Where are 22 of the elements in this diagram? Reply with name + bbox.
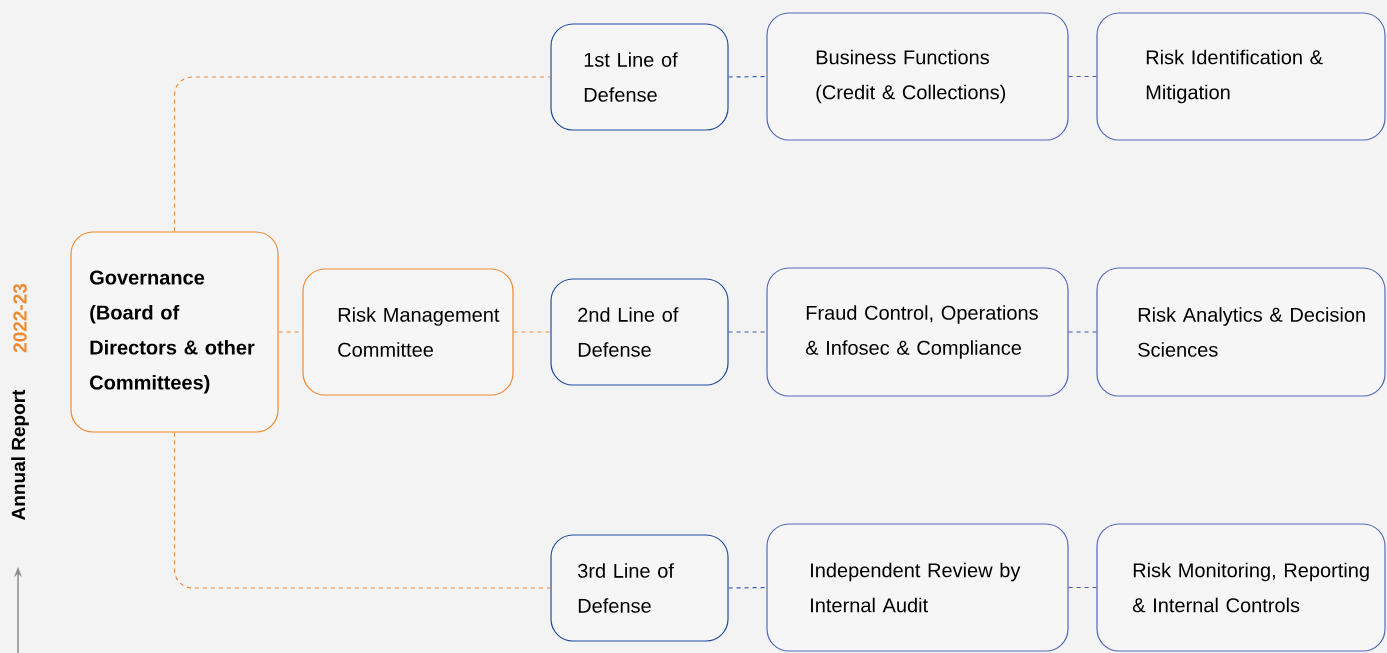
connector-line bbox=[728, 586, 767, 589]
process-box: 2nd Line of Defense bbox=[550, 278, 729, 386]
connector-line bbox=[513, 331, 551, 333]
process-box: Risk Identification & Mitigation bbox=[1096, 12, 1386, 141]
side-label: Annual Report bbox=[11, 389, 29, 520]
connector-line bbox=[173, 432, 551, 589]
process-box: Risk Management Committee bbox=[302, 268, 514, 396]
process-box: 3rd Line of Defense bbox=[550, 534, 729, 642]
process-box: Governance (Board of Directors & other Committees) bbox=[70, 231, 279, 433]
connector-line bbox=[1068, 331, 1097, 333]
connector-line bbox=[173, 76, 551, 232]
connector-line bbox=[1068, 75, 1097, 78]
side-label: 2022-23 bbox=[13, 283, 27, 353]
connector-line bbox=[728, 331, 767, 333]
process-box: Business Functions (Credit & Collections) bbox=[766, 12, 1069, 141]
connector-line bbox=[1068, 586, 1097, 589]
process-box: Independent Review by Internal Audit bbox=[766, 523, 1069, 652]
process-box: Risk Analytics & Decision Sciences bbox=[1096, 267, 1386, 397]
process-box: Risk Monitoring, Reporting & Internal Controls bbox=[1096, 523, 1386, 652]
process-box: 1st Line of Defense bbox=[550, 23, 729, 131]
process-box: Fraud Control, Operations & Infosec & Compliance bbox=[766, 267, 1069, 397]
connector-line bbox=[728, 75, 767, 78]
